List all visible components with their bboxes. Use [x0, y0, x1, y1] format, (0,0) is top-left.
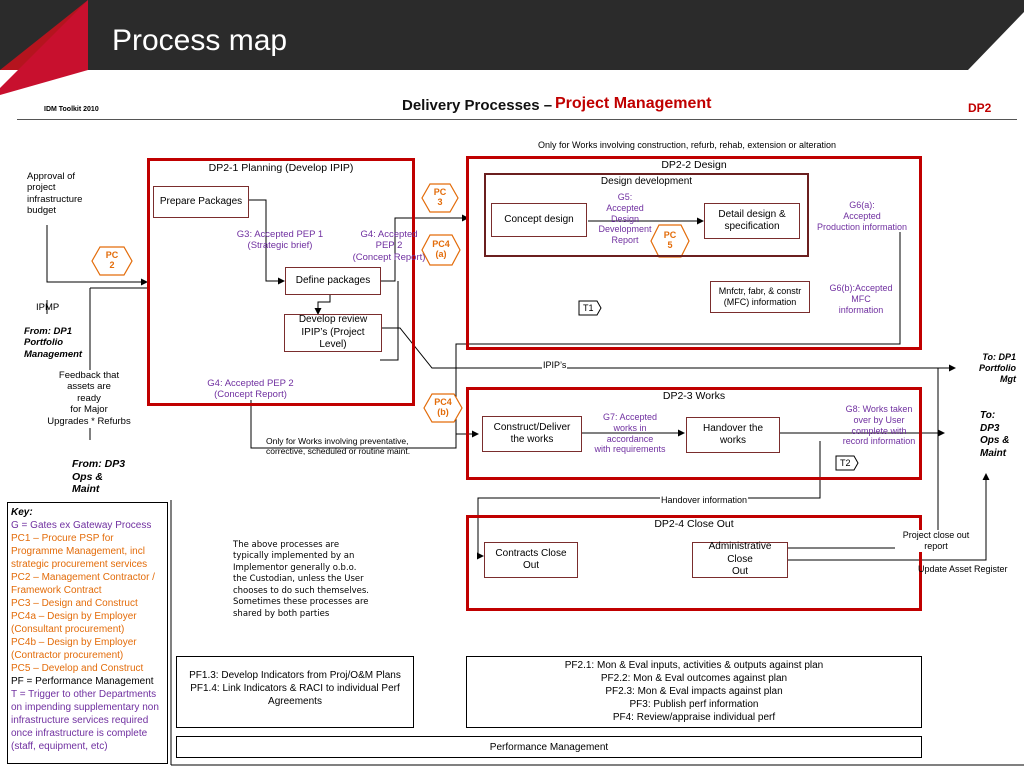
only-works-top-note: Only for Works involving construction, r… [538, 140, 836, 150]
performance-management-bar: Performance Management [176, 736, 922, 758]
prepare-packages-box: Prepare Packages [153, 186, 249, 218]
key-item: PC5 – Develop and Construct [11, 663, 144, 674]
design-development-box [484, 173, 809, 257]
concept-design-box: Concept design [491, 203, 587, 237]
design-development-title: Design development [600, 176, 693, 187]
header-title: Delivery Processes – [402, 97, 553, 114]
g3-label: G3: Accepted PEP 1(Strategic brief) [236, 229, 324, 252]
key-item: PC2 – Management Contractor / Framework … [11, 572, 155, 596]
detail-design-box: Detail design &specification [704, 203, 800, 239]
dp2-4-closeout-box [466, 515, 922, 611]
key-item: G = Gates ex Gateway Process [11, 520, 152, 531]
key-title: Key: [11, 507, 33, 518]
pf-right-box: PF2.1: Mon & Eval inputs, activities & o… [466, 656, 922, 728]
key-item: PC1 – Procure PSP for Programme Manageme… [11, 533, 148, 570]
dp2-3-title: DP2-3 Works [662, 390, 726, 402]
header-accent: Project Management [555, 95, 712, 112]
t2-trigger: T2 [840, 458, 851, 468]
key-legend: Key: G = Gates ex Gateway Process PC1 – … [7, 502, 168, 764]
toolkit-label: IDM Toolkit 2010 [44, 106, 99, 113]
dp2-2-title: DP2-2 Design [661, 159, 727, 171]
ipmp-label: IPMP [36, 302, 60, 313]
pc4a-badge: PC4(a) [432, 239, 450, 259]
t1-trigger: T1 [583, 303, 594, 313]
dp2-1-planning-box [147, 158, 415, 406]
mfc-box: Mnfctr, fabr, & constr(MFC) information [710, 281, 810, 313]
key-item: PF = Performance Management [11, 676, 154, 687]
only-works-bottom-note: Only for Works involving preventative,co… [266, 436, 411, 457]
pc4b-badge: PC4(b) [434, 397, 452, 417]
update-register-label: Update Asset Register [918, 564, 1008, 574]
key-item: T = Trigger to other Departments on impe… [11, 689, 159, 752]
key-item: PC3 – Design and Construct [11, 598, 138, 609]
slide-title: Process map [112, 24, 288, 57]
dp2-1-title: DP2-1 Planning (Develop IPIP) [208, 162, 354, 174]
pf-left-box: PF1.3: Develop Indicators from Proj/O&M … [176, 656, 414, 728]
header-rule [17, 119, 1017, 120]
dp2-4-title: DP2-4 Close Out [654, 518, 734, 530]
banner-corner [0, 0, 88, 95]
ipip-label: IPIP’s [542, 360, 568, 371]
dp2-2-design-box [466, 156, 922, 350]
define-packages-box: Define packages [285, 267, 381, 295]
g4-label-bottom: G4: Accepted PEP 2(Concept Report) [207, 378, 294, 401]
key-item: PC4b – Design by Employer (Contractor pr… [11, 637, 137, 661]
dp2-3-works-box [466, 387, 922, 480]
key-item: PC4a – Design by Employer (Consultant pr… [11, 611, 137, 635]
handover-info-label: Handover information [660, 495, 749, 506]
header-code: DP2 [968, 101, 992, 115]
